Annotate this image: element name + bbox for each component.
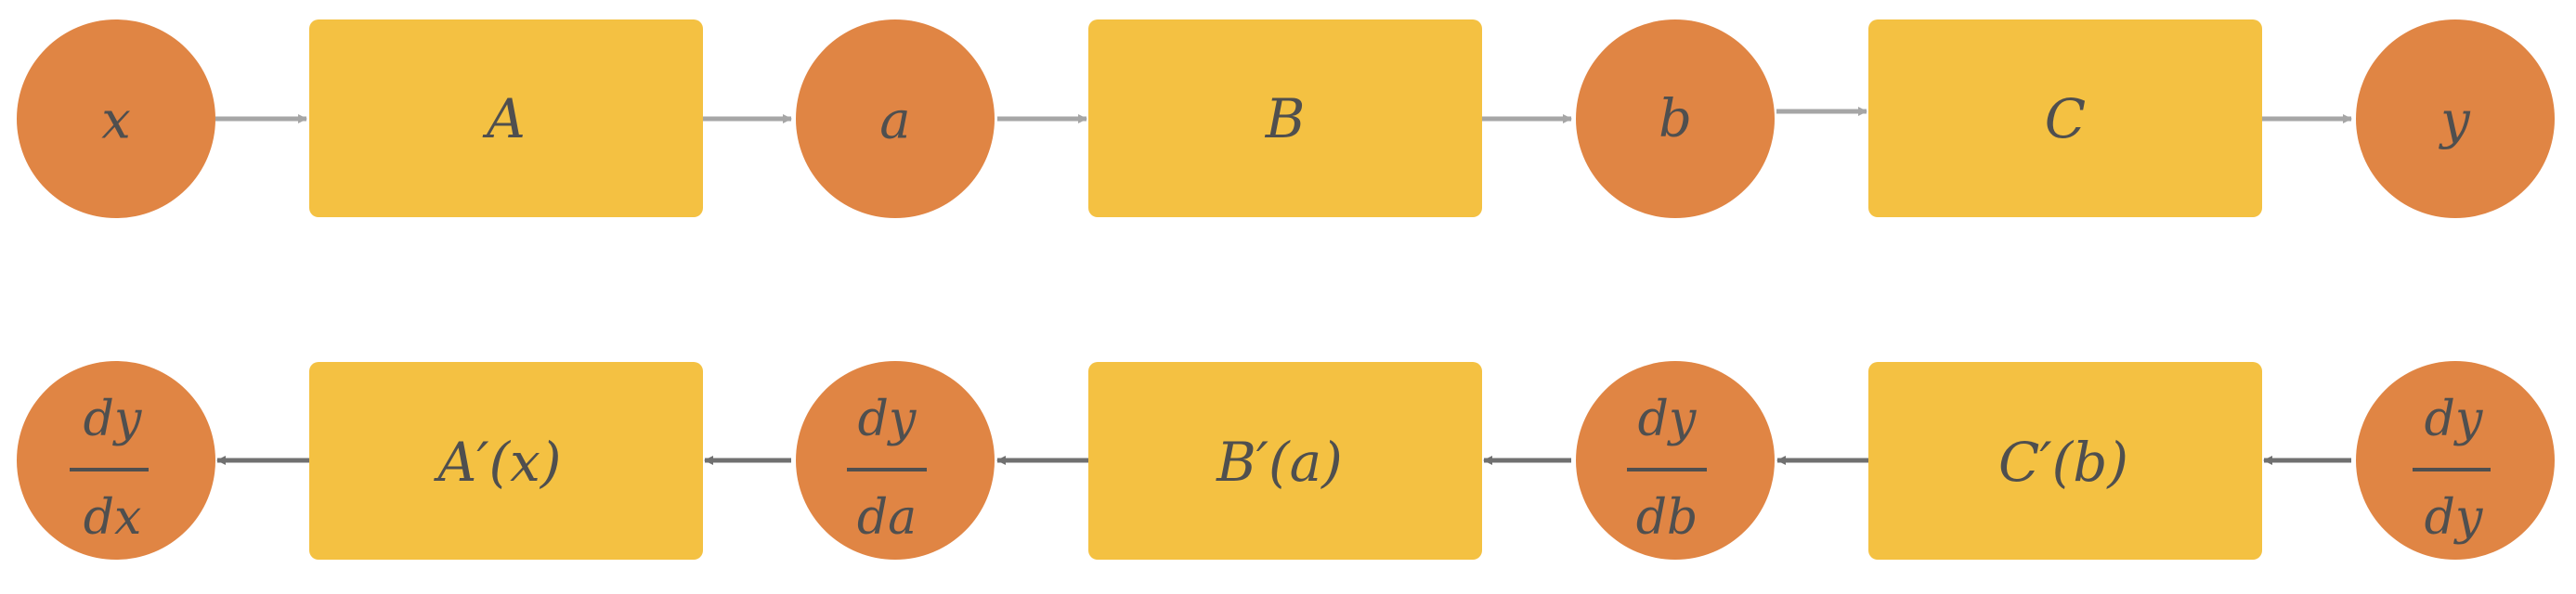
node-label: a — [879, 91, 910, 151]
node-label: y — [2438, 91, 2471, 151]
grad-denominator: da — [857, 490, 917, 546]
op-label: A′(x) — [433, 431, 561, 494]
grad-numerator: dy — [2425, 392, 2483, 447]
op-C-prime: C′(b) — [1868, 362, 2262, 560]
op-C: C — [1868, 19, 2262, 217]
op-B: B — [1088, 19, 1482, 217]
grad-numerator: dy — [858, 392, 917, 447]
op-label: C′(b) — [1998, 431, 2128, 494]
grad-da: dy da — [796, 361, 995, 560]
forward-row: x a b y A B C — [17, 19, 2555, 218]
grad-db: dy db — [1576, 361, 1775, 560]
op-label: A — [482, 87, 526, 150]
grad-denominator: dy — [2425, 490, 2483, 546]
node-y: y — [2356, 19, 2555, 218]
node-b: b — [1576, 19, 1775, 218]
grad-denominator: dx — [84, 490, 142, 546]
grad-numerator: dy — [1638, 392, 1697, 447]
node-label: b — [1659, 89, 1692, 149]
op-A: A — [309, 19, 703, 217]
op-label: B′(a) — [1216, 431, 1343, 494]
backward-row: dy dx dy da dy db dy dy A′(x) — [17, 361, 2555, 560]
node-a: a — [796, 19, 995, 218]
node-label: x — [101, 91, 131, 151]
op-label: B — [1265, 87, 1306, 150]
op-B-prime: B′(a) — [1088, 362, 1482, 560]
op-label: C — [2045, 87, 2086, 150]
grad-dy: dy dy — [2356, 361, 2555, 560]
op-A-prime: A′(x) — [309, 362, 703, 560]
node-x: x — [17, 19, 215, 218]
grad-dx: dy dx — [17, 361, 215, 560]
grad-numerator: dy — [84, 392, 142, 447]
grad-denominator: db — [1636, 490, 1698, 546]
